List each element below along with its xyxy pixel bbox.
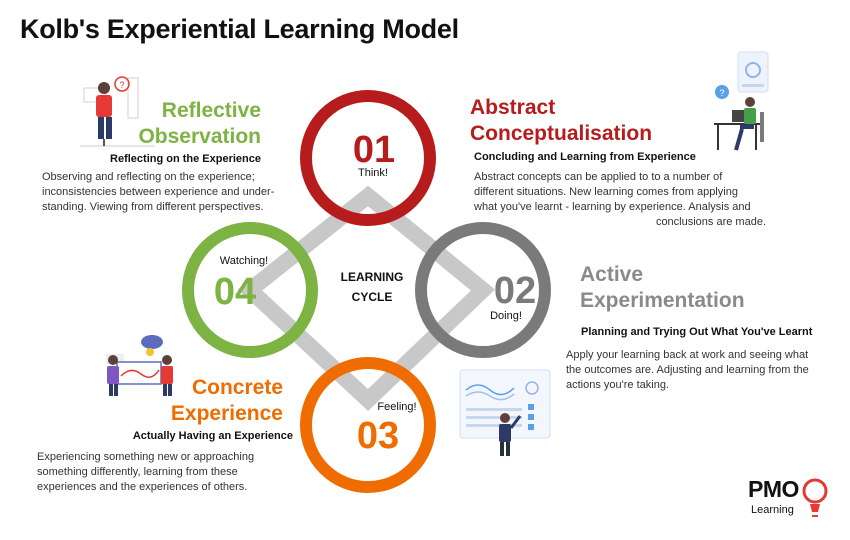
abstract-description-line: conclusions are made. <box>655 216 766 228</box>
concrete-title-line2: Experience <box>170 402 283 425</box>
ring-active <box>415 222 551 358</box>
ring-abstract <box>300 90 436 226</box>
abstract-description: Abstract concepts can be applied to to a… <box>474 170 766 230</box>
stage-number-active: 02 <box>494 270 536 312</box>
stage-number-reflective: 04 <box>214 271 256 313</box>
stage-number-abstract: 01 <box>353 129 395 171</box>
stage-tag-concrete: Feeling! <box>377 401 416 413</box>
center-label-line2: CYCLE <box>352 290 393 304</box>
active-description-line: actions you're taking. <box>566 379 669 391</box>
reflective-title-line2: Observation <box>138 125 261 148</box>
stage-tag-reflective: Watching! <box>220 255 269 267</box>
stage-tag-abstract: Think! <box>358 167 388 179</box>
pmo-learning-logo: PMO Learning <box>748 474 834 526</box>
reflective-subtitle: Reflecting on the Experience <box>110 153 261 165</box>
reflective-description-line: Observing and reflecting on the experien… <box>42 171 255 183</box>
logo-text-sub: Learning <box>751 504 794 516</box>
abstract-title-line2: Conceptualisation <box>470 122 653 145</box>
team-presentation-icon <box>106 335 173 396</box>
concrete-title-line1: Concrete <box>191 376 283 399</box>
abstract-subtitle: Concluding and Learning from Experience <box>474 151 696 163</box>
reflective-description-line: inconsistencies between experience and u… <box>42 186 275 198</box>
abstract-description-line: Abstract concepts can be applied to to a… <box>474 171 723 183</box>
lightbulb-logo-icon <box>802 478 828 517</box>
concrete-description-line: experiences and the experiences of other… <box>37 481 248 493</box>
active-title: Active Experimentation <box>580 262 745 314</box>
reflective-title: Reflective Observation <box>136 98 261 150</box>
active-description: Apply your learning back at work and see… <box>566 348 828 393</box>
dashboard-presentation-icon <box>459 369 551 456</box>
concrete-subtitle: Actually Having an Experience <box>132 430 293 442</box>
abstract-title: Abstract Conceptualisation <box>470 95 652 147</box>
stage-tag-active: Doing! <box>490 310 522 322</box>
page-title: Kolb's Experiential Learning Model <box>20 14 459 44</box>
concrete-title: Concrete Experience <box>168 375 283 427</box>
logo-text-main: PMO <box>748 476 799 502</box>
stage-number-concrete: 03 <box>357 415 399 457</box>
cycle-connector-diamond <box>237 185 496 412</box>
ring-reflective <box>182 222 318 358</box>
abstract-description-line: different situations. New learning comes… <box>474 186 738 198</box>
reflective-description-line: standing. Viewing from different perspec… <box>42 201 264 213</box>
person-at-desk-icon: ? <box>714 51 769 151</box>
concrete-description-line: Experiencing something new or approachin… <box>37 451 255 463</box>
active-title-line2: Experimentation <box>580 289 745 312</box>
concrete-description-line: something differently, learning from the… <box>37 466 238 478</box>
abstract-description-line: what you've learnt - learning by experie… <box>474 201 751 213</box>
active-description-line: the outcomes are. Adjusting and learning… <box>566 364 809 376</box>
abstract-title-line1: Abstract <box>470 96 556 119</box>
ring-concrete <box>300 357 436 493</box>
svg-text:?: ? <box>719 88 724 98</box>
reflective-title-line1: Reflective <box>161 99 261 122</box>
active-subtitle: Planning and Trying Out What You've Lear… <box>581 326 813 338</box>
svg-text:?: ? <box>119 80 124 90</box>
concrete-description: Experiencing something new or approachin… <box>37 450 287 495</box>
reflective-description: Observing and reflecting on the experien… <box>42 170 300 215</box>
person-thinking-icon: ? <box>80 76 155 147</box>
center-label-line1: LEARNING <box>341 270 404 284</box>
active-title-line1: Active <box>580 263 644 286</box>
active-description-line: Apply your learning back at work and see… <box>566 349 809 361</box>
